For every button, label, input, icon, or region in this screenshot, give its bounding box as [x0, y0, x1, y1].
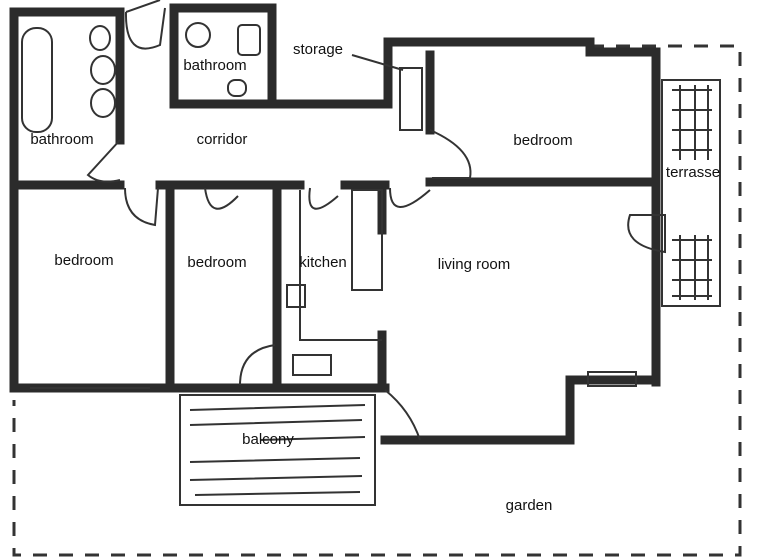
window	[587, 371, 637, 387]
kitchen-counter	[351, 189, 383, 291]
doors	[86, 0, 666, 441]
label-balcony: balcony	[242, 431, 294, 448]
bathtub-icon	[21, 27, 53, 133]
label-terrasse: terrasse	[666, 164, 720, 181]
bidet-icon	[90, 88, 116, 118]
toilet-icon	[227, 79, 247, 97]
label-garden: garden	[506, 497, 553, 514]
label-bathroom-left: bathroom	[30, 131, 93, 148]
property-boundary	[12, 44, 742, 557]
sink-icon	[185, 22, 211, 48]
label-corridor: corridor	[197, 131, 248, 148]
sink-icon	[89, 25, 111, 51]
storage-cabinet	[399, 67, 423, 131]
shower-icon	[237, 24, 261, 56]
label-bedroom-left: bedroom	[54, 252, 113, 269]
label-bedroom-middle: bedroom	[187, 254, 246, 271]
stove-icon	[286, 284, 306, 308]
label-storage: storage	[293, 41, 343, 58]
label-living-room: living room	[438, 256, 511, 273]
terrasse-deck	[661, 79, 721, 307]
room-labels: storage bathroom bathroom corridor bedro…	[30, 41, 720, 514]
label-bedroom-right: bedroom	[513, 132, 572, 149]
balcony-deck	[179, 394, 376, 506]
kitchen-sink-icon	[292, 354, 332, 376]
label-bathroom-top: bathroom	[183, 57, 246, 74]
label-kitchen: kitchen	[299, 254, 347, 271]
toilet-icon	[90, 55, 116, 85]
fixtures	[21, 22, 637, 389]
walls	[9, 3, 661, 445]
